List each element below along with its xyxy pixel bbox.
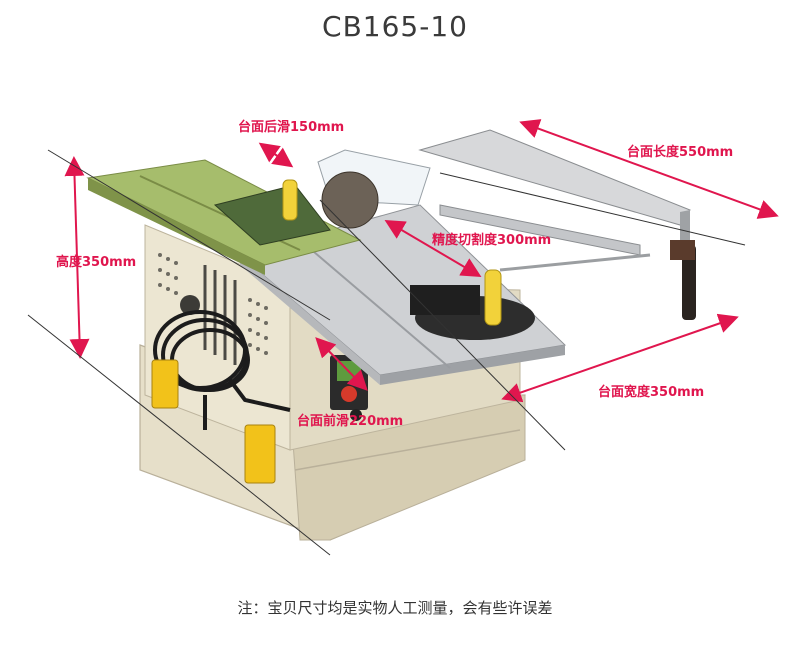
measurement-note: 注：宝贝尺寸均是实物人工测量，会有些许误差 (237, 599, 553, 617)
dimension-lines (64, 119, 779, 403)
label-table-length: 台面长度550mm (627, 144, 733, 160)
label-table-width: 台面宽度350mm (598, 384, 704, 400)
left-latch (151, 359, 179, 409)
label-rear-slide: 台面后滑150mm (238, 119, 344, 135)
product-title: CB165-10 (322, 10, 468, 43)
knob (350, 409, 362, 421)
blade-guard (317, 149, 431, 229)
extension-guides (27, 149, 746, 556)
left-miter-gauge (213, 179, 331, 246)
label-front-slide: 台面前滑220mm (297, 413, 403, 429)
label-cut-precision: 精度切割度300mm (432, 232, 551, 248)
right-latch (244, 424, 276, 484)
label-height: 高度350mm (56, 254, 136, 270)
